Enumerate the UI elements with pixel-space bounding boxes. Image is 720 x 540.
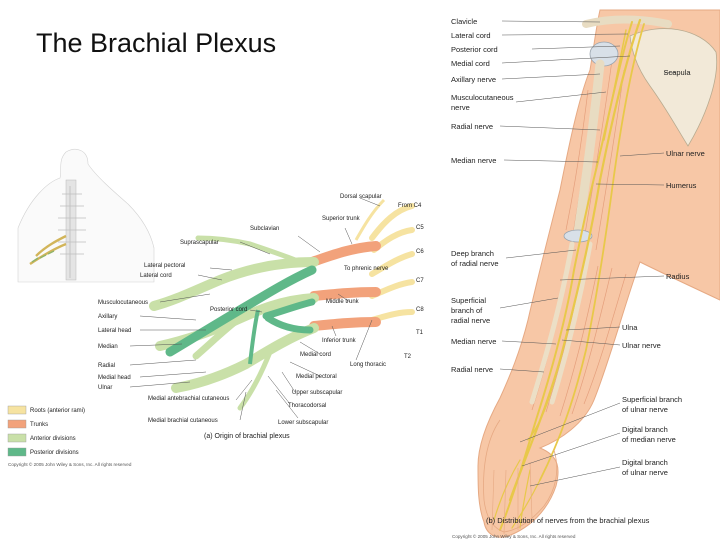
label-radius: Radius: [666, 272, 690, 281]
panel-b-labels: Clavicle Lateral cord Posterior cord Med…: [451, 17, 705, 539]
legend: Roots (anterior rami) Trunks Anterior di…: [7, 405, 132, 467]
label-lateral-cord-b: Lateral cord: [451, 31, 491, 40]
label-from-c4: From C4: [398, 203, 422, 209]
label-medial-antebrachial: Medial antebrachial cutaneous: [148, 396, 229, 402]
label-upper-subscapular: Upper subscapular: [292, 390, 342, 396]
label-sup-ulnar-1: Superficial branch: [622, 395, 682, 404]
label-ulnar-nerve-lower: Ulnar nerve: [622, 341, 661, 350]
label-posterior-cord-b: Posterior cord: [451, 45, 498, 54]
label-deep-branch: Deep branch: [451, 249, 494, 258]
label-superficial-radial-3: radial nerve: [451, 316, 490, 325]
scapula-bone: [629, 28, 718, 147]
label-musculocutaneous: Musculocutaneous: [98, 300, 148, 306]
legend-swatch-roots: [7, 405, 27, 415]
roots: [354, 198, 415, 323]
finger-lines: [491, 461, 533, 535]
label-c8: C8: [416, 307, 424, 313]
label-medial-head: Medial head: [98, 375, 131, 381]
legend-swatch-posterior: [7, 447, 27, 457]
label-humerus: Humerus: [666, 181, 697, 190]
label-medial-cord: Medial cord: [300, 352, 331, 358]
label-medial-pectoral: Medial pectoral: [296, 374, 337, 380]
label-lower-subscapular: Lower subscapular: [278, 420, 328, 426]
label-musculocutaneous-b-2: nerve: [451, 103, 470, 112]
label-to-phrenic: To phrenic nerve: [344, 266, 389, 272]
label-scapula: Scapula: [663, 68, 691, 77]
label-median: Median: [98, 344, 118, 350]
label-dig-ulnar-2: of ulnar nerve: [622, 468, 668, 477]
label-posterior-cord: Posterior cord: [210, 307, 247, 313]
legend-swatch-trunks: [7, 419, 27, 429]
label-clavicle: Clavicle: [451, 17, 477, 26]
label-sup-ulnar-2: of ulnar nerve: [622, 405, 668, 414]
label-lateral-head: Lateral head: [98, 328, 131, 334]
label-axillary: Axillary: [98, 314, 117, 320]
label-median-nerve-lower: Median nerve: [451, 337, 496, 346]
nerves: [493, 18, 645, 531]
label-musculocutaneous-b: Musculocutaneous: [451, 93, 514, 102]
panel-b-leader-lines: [499, 20, 677, 487]
label-superficial-radial-2: branch of: [451, 306, 483, 315]
label-ulna: Ulna: [622, 323, 638, 332]
legend-label-posterior: Posterior divisions: [30, 450, 79, 456]
panel-a-caption: (a) Origin of brachial plexus: [204, 433, 290, 440]
label-radial-nerve: Radial nerve: [451, 122, 493, 131]
label-medial-brachial: Medial brachial cutaneous: [148, 418, 218, 424]
label-subclavian: Subclavian: [250, 226, 279, 232]
label-thoracodorsal: Thoracodorsal: [288, 403, 326, 409]
label-superficial-radial-1: Superficial: [451, 296, 486, 305]
label-t1: T1: [416, 330, 424, 336]
label-dig-median-1: Digital branch: [622, 425, 668, 434]
label-lateral-cord: Lateral cord: [140, 273, 172, 279]
panel-a: Dorsal scapular From C4 C5 C6 C7 C8 T1 T…: [7, 149, 424, 467]
label-long-thoracic: Long thoracic: [350, 362, 386, 368]
label-radial-nerve-lower: Radial nerve: [451, 365, 493, 374]
label-inferior-trunk: Inferior trunk: [322, 338, 357, 344]
label-ulnar-nerve: Ulnar nerve: [666, 149, 705, 158]
humerus-bone: [573, 59, 605, 237]
panel-a-leader-lines: [129, 197, 381, 421]
label-dig-median-2: of median nerve: [622, 435, 676, 444]
radius-bone: [529, 241, 575, 405]
panel-a-labels: Dorsal scapular From C4 C5 C6 C7 C8 T1 T…: [98, 194, 424, 440]
label-c6: C6: [416, 249, 424, 255]
label-deep-branch-2: of radial nerve: [451, 259, 499, 268]
label-medial-cord-b: Medial cord: [451, 59, 490, 68]
label-radial: Radial: [98, 363, 115, 369]
panel-b-caption: (b) Distribution of nerves from the brac…: [486, 516, 650, 525]
page-title: The Brachial Plexus: [36, 28, 277, 58]
label-lateral-pectoral: Lateral pectoral: [144, 263, 185, 269]
label-middle-trunk: Middle trunk: [326, 299, 360, 305]
panel-b-copyright: Copyright © 2005 John Wiley & Sons, Inc.…: [452, 533, 576, 539]
legend-label-anterior: Anterior divisions: [30, 436, 76, 442]
label-dorsal-scapular: Dorsal scapular: [340, 194, 382, 200]
clavicle-bone: [582, 15, 672, 28]
legend-label-trunks: Trunks: [30, 422, 48, 428]
label-dig-ulnar-1: Digital branch: [622, 458, 668, 467]
legend-swatch-anterior: [7, 433, 27, 443]
label-c5: C5: [416, 225, 424, 231]
label-suprascapular: Suprascapular: [180, 240, 219, 246]
legend-label-roots: Roots (anterior rami): [30, 408, 85, 414]
label-ulnar: Ulnar: [98, 385, 112, 391]
thumbnail-spine-illustration: [17, 149, 155, 283]
label-axillary-nerve: Axillary nerve: [451, 75, 496, 84]
panel-b: Clavicle Lateral cord Posterior cord Med…: [451, 9, 720, 539]
label-median-nerve: Median nerve: [451, 156, 496, 165]
posterior-divisions: [165, 265, 317, 365]
elbow-joint: [563, 229, 593, 243]
ulna-bone: [549, 241, 593, 405]
label-superior-trunk: Superior trunk: [322, 216, 361, 222]
trunks: [307, 241, 381, 331]
panel-a-copyright: Copyright © 2005 John Wiley & Sons, Inc.…: [8, 461, 132, 467]
label-t2: T2: [404, 354, 412, 360]
label-c7: C7: [416, 278, 424, 284]
